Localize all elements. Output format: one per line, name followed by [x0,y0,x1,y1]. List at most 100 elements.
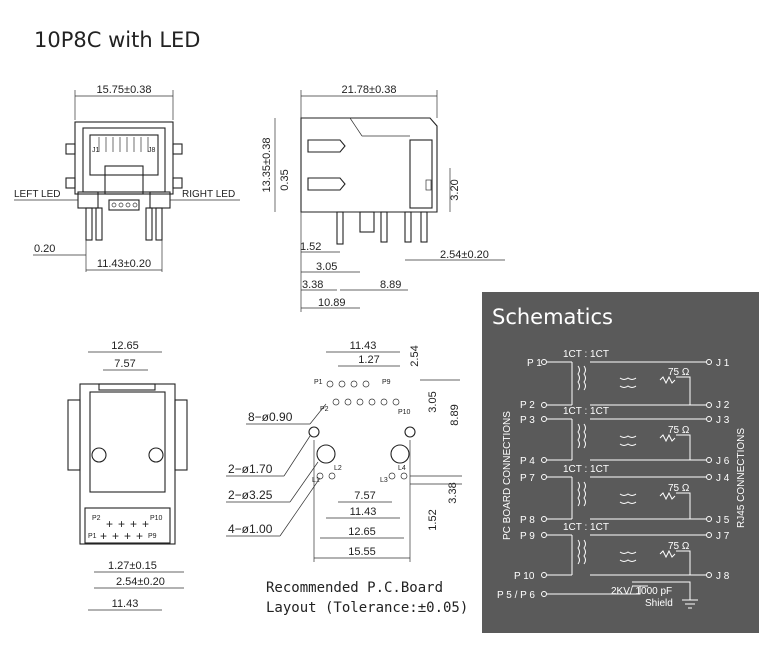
shield-label: Shield [645,598,673,609]
svg-text:1CT : 1CT: 1CT : 1CT [563,522,609,533]
svg-text:P 1: P 1 [527,358,542,369]
svg-text:8.89: 8.89 [380,279,401,291]
svg-text:+: + [106,517,113,531]
svg-text:P10: P10 [398,409,411,416]
jack-opening [89,134,159,176]
svg-text:12.65: 12.65 [111,340,139,352]
svg-text:12.65: 12.65 [348,526,376,538]
svg-text:P 3: P 3 [520,415,535,426]
svg-text:J 7: J 7 [716,531,730,542]
svg-text:J8: J8 [148,147,156,154]
svg-text:7.57: 7.57 [354,490,375,502]
svg-text:J 5: J 5 [716,515,730,526]
svg-text:L1: L1 [312,477,320,484]
dim-height: 13.35±0.38 [261,138,273,193]
svg-text:P1: P1 [314,379,323,386]
svg-text:2.54: 2.54 [409,345,421,366]
svg-text:1CT : 1CT: 1CT : 1CT [563,406,609,417]
svg-text:15.55: 15.55 [348,546,376,558]
svg-text:2−ø1.70: 2−ø1.70 [228,462,273,476]
svg-text:1CT : 1CT: 1CT : 1CT [563,349,609,360]
svg-text:1.27±0.15: 1.27±0.15 [108,560,157,572]
svg-text:+: + [112,529,119,543]
pc-board-axis-label: PC BOARD CONNECTIONS [502,411,513,540]
right-shield-tab [172,143,183,155]
svg-text:1.27: 1.27 [358,354,379,366]
left-shield-tab [65,143,76,155]
mount-hole-small-left [308,426,320,438]
svg-text:1.52: 1.52 [300,241,321,253]
layout-caption-line1: Recommended P.C.Board [266,580,443,596]
svg-text:11.43: 11.43 [112,598,139,610]
svg-text:75 Ω: 75 Ω [668,425,690,436]
svg-text:P 2: P 2 [520,400,535,411]
svg-text:3.38: 3.38 [447,482,459,503]
shield-circuit [547,581,698,609]
svg-text:10.89: 10.89 [318,297,346,309]
side-body [300,117,438,213]
svg-text:P 9: P 9 [520,531,535,542]
side-led-bottom [307,177,346,191]
svg-text:L4: L4 [398,465,406,472]
bottom-post-right [148,447,164,463]
svg-text:11.43: 11.43 [350,506,377,518]
channel-4: 1CT : 1CT 75 Ω P 9 P 10 J 7 J 8 [514,522,730,582]
svg-text:P9: P9 [148,533,157,540]
svg-text:J 8: J 8 [716,571,730,582]
left-led-label: LEFT LED [14,189,61,200]
svg-text:1.52: 1.52 [427,509,439,530]
svg-text:P 5 / P 6: P 5 / P 6 [497,590,535,601]
svg-text:P2: P2 [320,406,329,413]
channel-1: 1CT : 1CT 75 Ω P 1 P 2 J 1 J 2 [520,349,730,411]
svg-text:11.43: 11.43 [350,340,377,352]
svg-text:L3: L3 [380,477,388,484]
schematic-title: Schematics [492,305,613,329]
dim-length: 21.78±0.38 [342,84,397,96]
svg-text:J 3: J 3 [716,415,730,426]
schematic-channels: 1CT : 1CT 75 Ω P 1 P 2 J 1 J 2 1CT : 1CT [514,349,730,582]
svg-text:2.54±0.20: 2.54±0.20 [116,576,165,588]
drawing-title: 10P8C with LED [34,28,201,52]
svg-text:L2: L2 [334,465,342,472]
dim-035: 0.35 [279,169,291,190]
bottom-post-left [91,447,107,463]
svg-text:75 Ω: 75 Ω [668,541,690,552]
svg-text:2.54±0.20: 2.54±0.20 [440,249,489,261]
svg-text:7.57: 7.57 [114,358,135,370]
svg-text:+: + [142,517,149,531]
svg-text:J 2: J 2 [716,400,730,411]
channel-2: 1CT : 1CT 75 Ω P 3 P 4 J 3 J 6 [520,406,730,467]
schematic-panel: Schematics PC BOARD CONNECTIONS RJ45 CON… [482,292,759,633]
dim-width: 15.75±0.38 [97,84,152,96]
svg-text:3.05: 3.05 [316,261,337,273]
dim-320: 3.20 [449,179,461,200]
bottom-pin-block [84,507,171,544]
dim-pin-offset: 0.20 [34,243,55,255]
side-pins [336,211,428,245]
svg-text:P9: P9 [382,379,391,386]
svg-text:P 10: P 10 [514,571,535,582]
rj45-axis-label: RJ45 CONNECTIONS [736,428,747,528]
bottom-view: 12.65 7.57 P2 P10 P1 P9 ++ ++ ++ ++ 1.27… [67,340,188,611]
svg-text:+: + [124,529,131,543]
mount-hole-small-right [404,426,416,438]
schematic-background [482,292,759,633]
svg-text:+: + [130,517,137,531]
svg-text:8−ø0.90: 8−ø0.90 [248,410,293,424]
svg-text:75 Ω: 75 Ω [668,367,690,378]
svg-text:+: + [118,517,125,531]
svg-text:J1: J1 [92,147,100,154]
svg-text:P2: P2 [92,515,101,522]
svg-text:P1: P1 [88,533,97,540]
svg-text:J 4: J 4 [716,473,730,484]
mount-hole-large-left [316,444,336,464]
svg-text:75 Ω: 75 Ω [668,483,690,494]
side-led-top [307,139,346,153]
dim-pin-span: 11.43±0.20 [97,258,151,270]
pcb-small-holes [326,380,400,406]
pcb-pins [85,199,163,241]
svg-text:1CT : 1CT: 1CT : 1CT [563,464,609,475]
contact-fingers [98,137,149,152]
svg-text:P10: P10 [150,515,163,522]
